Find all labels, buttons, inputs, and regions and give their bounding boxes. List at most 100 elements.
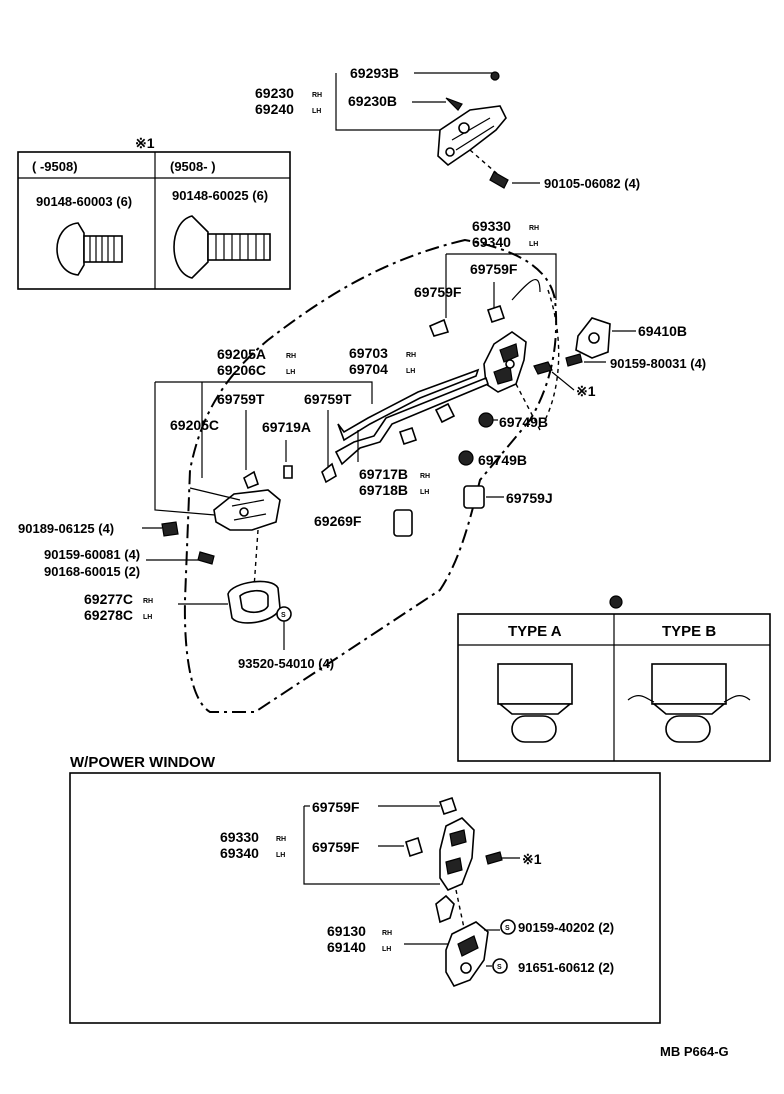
callout-69759F-b: 69759F (414, 284, 462, 300)
callout-69240: 69240 (255, 101, 294, 117)
side-mark-rh: RH (276, 836, 286, 843)
side-mark-lh: LH (312, 108, 321, 115)
pw-lock-rod-part (435, 894, 455, 924)
power-window-title: W/POWER WINDOW (70, 754, 216, 771)
inside-handle-bezel (227, 580, 281, 624)
callout-69749B-b: 69749B (478, 452, 527, 468)
screw-col2-part: 90148-60025 (6) (172, 188, 268, 203)
pw-callout-69340: 69340 (220, 845, 259, 861)
clip-icon (243, 462, 337, 490)
s-mark-icon (500, 919, 516, 935)
callout-69230B: 69230B (348, 93, 397, 109)
grommet-icon (478, 412, 494, 428)
callout-69330: 69330 (472, 218, 511, 234)
side-mark-rh: RH (406, 352, 416, 359)
s-mark: S (281, 612, 286, 619)
side-mark-rh: RH (143, 598, 153, 605)
screw-icon (533, 361, 553, 375)
side-mark-lh: LH (382, 946, 391, 953)
pad-icon (393, 509, 413, 537)
callout-69759J: 69759J (506, 490, 553, 506)
callout-69340: 69340 (472, 234, 511, 250)
footer-code: MB P664-G (660, 1044, 729, 1059)
pw-callout-69759F-a: 69759F (312, 799, 360, 815)
s-mark-icon (492, 958, 508, 974)
side-mark-lh: LH (420, 489, 429, 496)
grommet-icon (458, 450, 474, 466)
type-a-header: TYPE A (508, 623, 562, 640)
pw-lock-control-part (445, 921, 489, 987)
callout-69293B: 69293B (350, 65, 399, 81)
callout-93520: 93520-54010 (4) (238, 656, 334, 671)
screw-col1-header: ( -9508) (32, 159, 78, 174)
side-mark-lh: LH (406, 368, 415, 375)
callout-69206C: 69206C (217, 362, 266, 378)
side-mark-lh: LH (276, 852, 285, 859)
callout-69759T-a: 69759T (217, 391, 265, 407)
inside-handle-frame (189, 487, 281, 531)
callout-69718B: 69718B (359, 482, 408, 498)
callout-90105: 90105-06082 (4) (544, 176, 640, 191)
callout-90159-60081: 90159-60081 (4) (44, 547, 140, 562)
callout-69704: 69704 (349, 361, 388, 377)
callout-69719A: 69719A (262, 419, 311, 435)
callout-69759T-b: 69759T (304, 391, 352, 407)
type-b-clip-icon (627, 663, 751, 743)
callout-69278C: 69278C (84, 607, 133, 623)
screw-short-icon (56, 222, 123, 276)
callout-69205A: 69205A (217, 346, 266, 362)
outside-handle-group: 69293B 69230 RH 69240 LH 69230B 90105-06… (255, 65, 640, 191)
bolt-icon (565, 353, 583, 367)
pad-icon (463, 485, 485, 509)
side-mark-rh: RH (382, 930, 392, 937)
rod-69703 (337, 368, 480, 442)
callout-69703: 69703 (349, 345, 388, 361)
door-panel-outline (183, 238, 558, 713)
clip-icon (398, 426, 418, 446)
callout-69759F-a: 69759F (470, 261, 518, 277)
callout-90159-80031: 90159-80031 (4) (610, 356, 706, 371)
bolt-icon (489, 171, 509, 189)
pw-callout-69330: 69330 (220, 829, 259, 845)
door-lock-group: 69330 RH 69340 LH 69759F 69759F (414, 218, 557, 431)
callout-69205C: 69205C (170, 417, 219, 433)
callout-69749B-a: 69749B (499, 414, 548, 430)
screw-table-mark: ※1 (135, 135, 155, 151)
callout-69230: 69230 (255, 85, 294, 101)
side-mark-rh: RH (286, 353, 296, 360)
screw-variant-table: ※1 ( -9508) (9508- ) 90148-60003 (6) 901… (17, 135, 291, 290)
type-a-clip-icon (497, 663, 573, 743)
clip-icon (428, 304, 506, 337)
bolt-icon (161, 521, 179, 537)
callout-90189: 90189-06125 (4) (18, 521, 114, 536)
linkage-rods-group: 69205A RH 69206C LH 69703 RH 69704 LH 69… (18, 345, 553, 671)
pw-callout-69130: 69130 (327, 923, 366, 939)
clip-icon (405, 796, 458, 858)
callout-90168: 90168-60015 (2) (44, 564, 140, 579)
side-mark-rh: RH (420, 473, 430, 480)
screw-icon (485, 851, 503, 865)
callout-69269F: 69269F (314, 513, 362, 529)
pw-callout-69759F-b: 69759F (312, 839, 360, 855)
side-mark-rh: RH (529, 225, 539, 232)
outside-handle-part (437, 71, 507, 167)
pw-callout-91651: 91651-60612 (2) (518, 960, 614, 975)
callout-69717B: 69717B (359, 466, 408, 482)
clip-type-table: TYPE A TYPE B (457, 595, 771, 762)
side-mark-lh: LH (143, 614, 152, 621)
type-b-header: TYPE B (662, 623, 716, 640)
callout-69410B: 69410B (638, 323, 687, 339)
door-edge-line (544, 289, 560, 421)
s-mark: S (497, 964, 502, 971)
callout-69277C: 69277C (84, 591, 133, 607)
side-mark-rh: RH (312, 92, 322, 99)
rod-69717B (334, 376, 489, 466)
pw-callout-90159-40202: 90159-40202 (2) (518, 920, 614, 935)
type-marker-icon (609, 595, 623, 609)
screw-col2-header: (9508- ) (170, 159, 216, 174)
lock-striker-group: 69410B 90159-80031 (4) ※1 (533, 317, 706, 399)
screw-col1-part: 90148-60003 (6) (36, 194, 132, 209)
side-mark-lh: LH (286, 369, 295, 376)
pw-door-lock-part (439, 817, 475, 891)
clip-icon (434, 402, 456, 424)
